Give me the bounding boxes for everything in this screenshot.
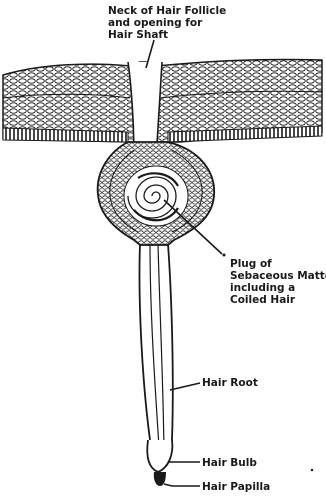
label-plug-2: Sebaceous Matter (230, 270, 326, 282)
label-hair-bulb: Hair Bulb (202, 457, 257, 469)
leader-root (170, 383, 200, 390)
sebaceous-plug (124, 166, 188, 226)
label-plug-1: Plug of (230, 258, 272, 270)
label-neck-2: and opening for (108, 17, 203, 29)
label-neck-1: Neck of Hair Follicle (108, 5, 226, 17)
label-hair-root: Hair Root (202, 377, 258, 389)
label-plug-3: including a (230, 282, 295, 294)
leader-dot (223, 254, 226, 257)
hair-root-shaft (139, 244, 172, 466)
hair-bulb (147, 440, 172, 472)
label-plug-4: Coiled Hair (230, 294, 296, 306)
leader-papilla (164, 484, 200, 486)
stray-dot (311, 469, 313, 471)
label-neck-3: Hair Shaft (108, 29, 168, 41)
label-hair-papilla: Hair Papilla (202, 481, 270, 493)
